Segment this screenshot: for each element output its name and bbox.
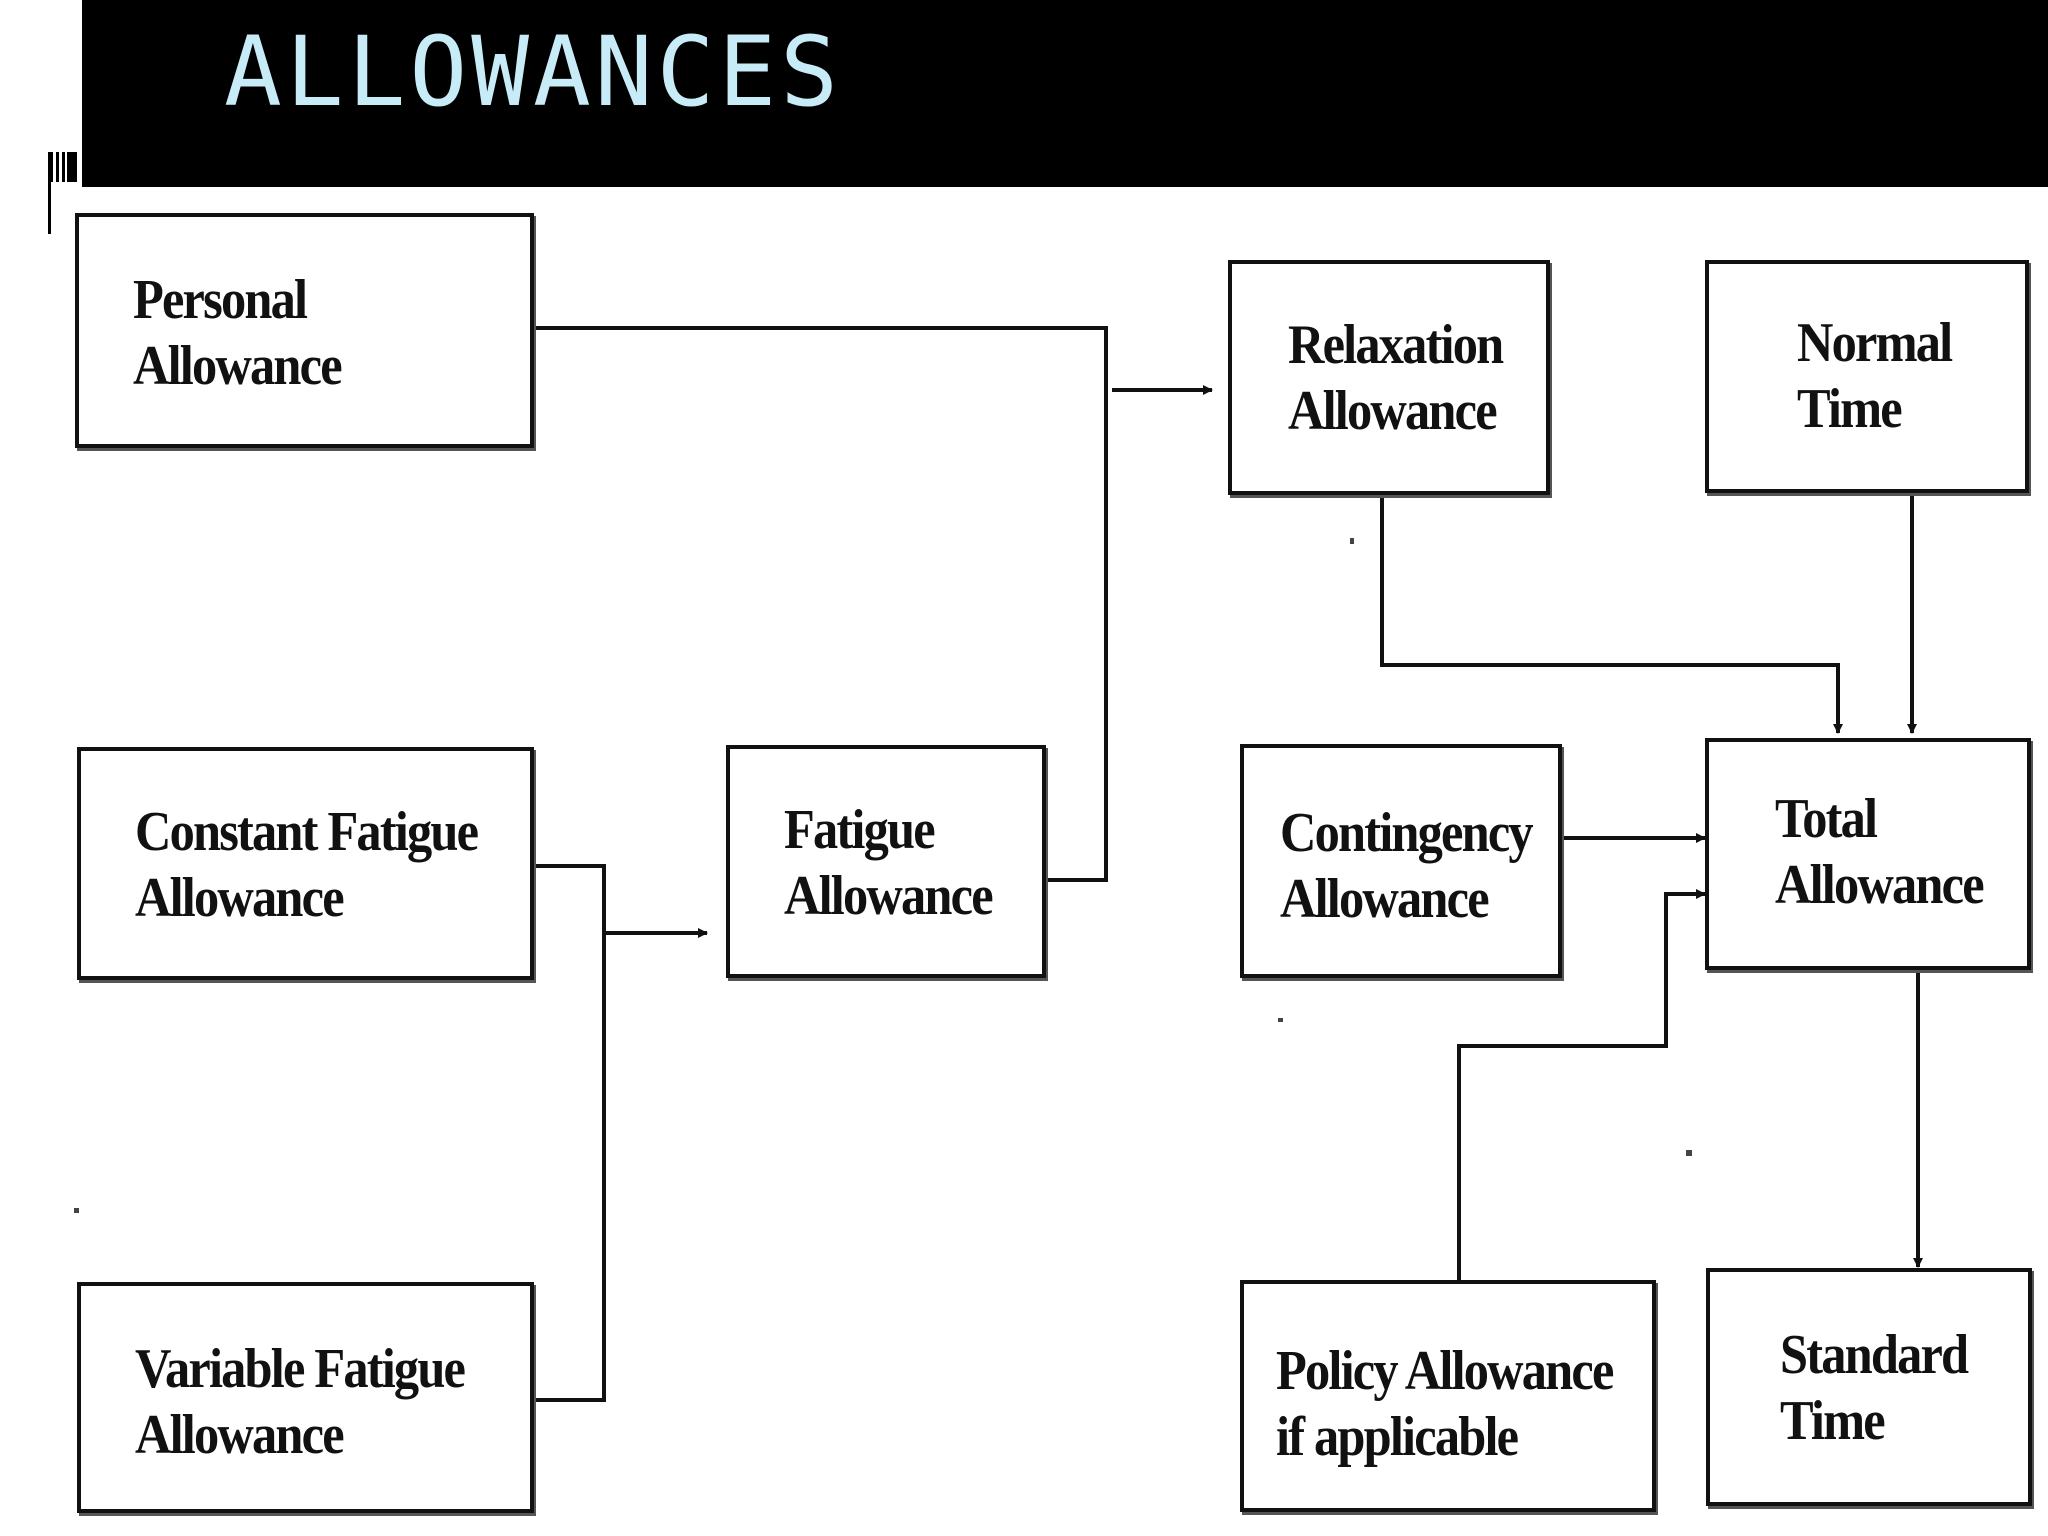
scan-speck — [1278, 1018, 1283, 1022]
edge-constant-fatigue — [534, 864, 606, 1402]
node-label-line2: Allowance — [135, 867, 345, 929]
node-label: Contingency Allowance — [1280, 800, 1534, 932]
scan-speck — [1686, 1150, 1692, 1156]
node-relaxation-allowance: Relaxation Allowance — [1228, 260, 1550, 495]
node-label-line2: Allowance — [1288, 380, 1498, 442]
node-contingency-allowance: Contingency Allowance — [1240, 744, 1562, 978]
title-bar: ALLOWANCES — [82, 0, 2048, 187]
node-label: Variable Fatigue Allowance — [135, 1336, 466, 1468]
node-label-line2: Allowance — [784, 865, 994, 927]
node-label: Total Allowance — [1775, 786, 1985, 918]
node-label-line2: Allowance — [135, 1404, 345, 1466]
node-label: Standard Time — [1780, 1322, 1969, 1454]
node-label-line1: Normal — [1797, 312, 1953, 374]
edge-relaxation-to-total — [1380, 495, 1843, 734]
node-total-allowance: Total Allowance — [1705, 738, 2031, 970]
node-label-line1: Constant Fatigue — [135, 801, 479, 863]
node-policy-allowance: Policy Allowance if applicable — [1240, 1280, 1656, 1512]
node-label-line2: Allowance — [1775, 854, 1985, 916]
node-label-line2: Time — [1797, 378, 1903, 440]
node-normal-time: Normal Time — [1705, 260, 2029, 493]
node-label-line1: Total — [1775, 788, 1878, 850]
node-standard-time: Standard Time — [1706, 1268, 2032, 1506]
node-label: Personal Allowance — [133, 267, 343, 399]
slide-edge-line — [48, 152, 51, 234]
edge-personal-to-relaxation — [534, 326, 1108, 882]
node-variable-fatigue-allowance: Variable Fatigue Allowance — [77, 1282, 534, 1513]
page-title: ALLOWANCES — [224, 16, 842, 128]
node-label: Policy Allowance if applicable — [1276, 1338, 1614, 1470]
node-label: Constant Fatigue Allowance — [135, 799, 479, 931]
node-label-line1: Personal — [133, 269, 308, 331]
node-personal-allowance: Personal Allowance — [75, 213, 534, 448]
node-label-line2: if applicable — [1276, 1406, 1519, 1468]
node-label-line2: Allowance — [133, 335, 343, 397]
node-constant-fatigue-allowance: Constant Fatigue Allowance — [77, 747, 534, 980]
node-label-line1: Policy Allowance — [1276, 1340, 1614, 1402]
node-label-line1: Relaxation — [1288, 314, 1504, 376]
slide-edge-marks — [50, 152, 84, 182]
edge-policy-to-total — [1457, 889, 1706, 1280]
scan-speck — [74, 1208, 79, 1213]
node-label: Relaxation Allowance — [1288, 312, 1504, 444]
node-label-line2: Allowance — [1280, 868, 1490, 930]
node-label-line1: Variable Fatigue — [135, 1338, 466, 1400]
node-label-line1: Contingency — [1280, 802, 1534, 864]
node-fatigue-allowance: Fatigue Allowance — [726, 745, 1046, 978]
node-label-line1: Standard — [1780, 1324, 1969, 1386]
node-label: Fatigue Allowance — [784, 797, 994, 929]
node-label-line2: Time — [1780, 1390, 1886, 1452]
scan-speck — [1350, 538, 1354, 544]
node-label: Normal Time — [1797, 310, 1953, 442]
node-label-line1: Fatigue — [784, 799, 936, 861]
